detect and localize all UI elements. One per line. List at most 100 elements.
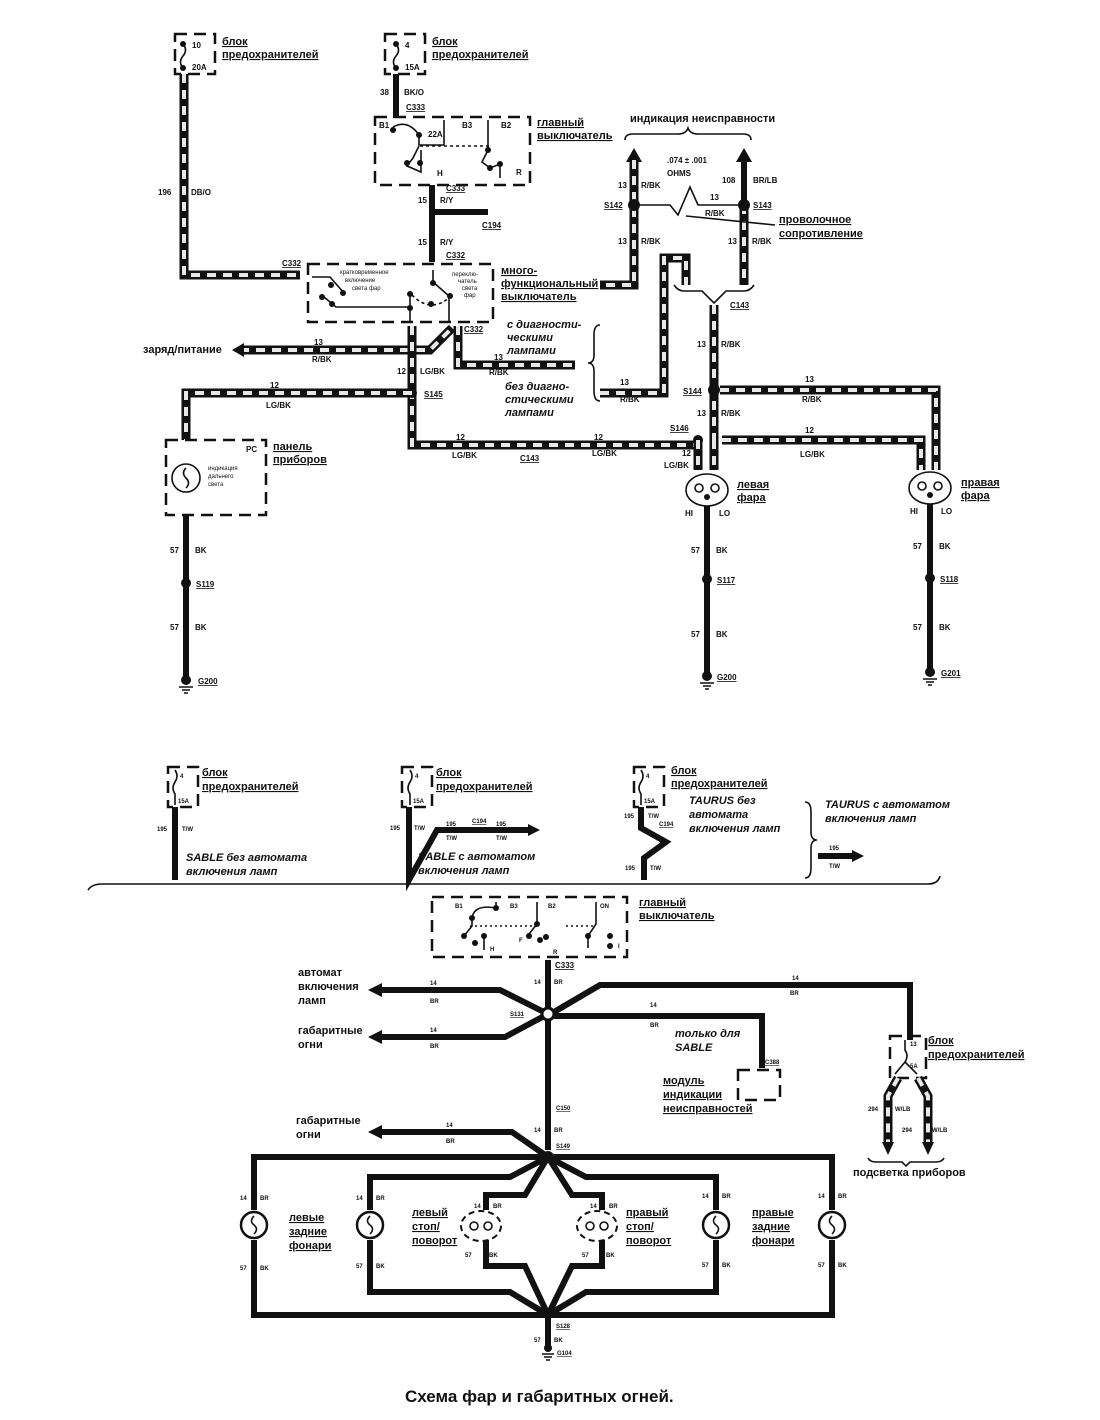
variant-label: автомата — [689, 809, 748, 821]
fuse-number: 4 — [405, 41, 410, 50]
terminal-label: B3 — [462, 121, 473, 130]
right-rear-label: правые — [752, 1207, 794, 1219]
wire-gauge: 12 — [456, 433, 465, 442]
fuse-rating: 15A — [405, 63, 420, 72]
module-label: неисправностей — [663, 1103, 753, 1115]
sub-label: чатель — [458, 279, 477, 285]
variant-taurus-auto: TAURUS с автоматом включения ламп 195 T/… — [818, 799, 950, 870]
fuse-label: блок — [436, 767, 462, 779]
terminal-label: B2 — [548, 904, 556, 910]
wire-color: T/W — [496, 836, 507, 842]
lamp-icon — [239, 1210, 269, 1240]
module-label: индикации — [663, 1089, 722, 1101]
sable-only-label: только для — [675, 1028, 741, 1040]
wire-color: BK — [939, 542, 951, 551]
sub-label: кратковременное — [340, 270, 389, 276]
fuse-label: предохранителей — [436, 781, 533, 793]
wire-gauge: 57 — [582, 1253, 589, 1259]
auto-lamp-label: включения — [298, 981, 359, 993]
fuse-label: блок — [671, 765, 697, 777]
splice-label: S146 — [670, 424, 689, 433]
wire-color: BR — [838, 1194, 847, 1200]
arrow-up-icon — [626, 148, 642, 162]
breaker-label: 22A — [428, 130, 443, 139]
arrow-right-icon — [852, 850, 864, 862]
backlight-label: подсветка приборов — [853, 1167, 966, 1179]
parking-label: огни — [298, 1039, 323, 1051]
splice-label: S145 — [424, 390, 443, 399]
sub-label: света — [462, 286, 478, 292]
wire-color: BR — [260, 1196, 269, 1202]
wire-color: T/W — [182, 827, 193, 833]
splice-s118 — [925, 573, 935, 583]
right-rear-label: фонари — [752, 1235, 794, 1247]
resistor-label: сопротивление — [779, 228, 863, 240]
wire-gauge: 195 — [390, 826, 401, 832]
charge-label: заряд/питание — [143, 344, 222, 356]
arrow-left-icon — [368, 1030, 382, 1044]
arrow-left-icon — [232, 343, 244, 357]
sable-only-label: SABLE — [675, 1042, 713, 1054]
stop-lamp-icon — [460, 1210, 502, 1242]
ohms-label: OHMS — [667, 169, 692, 178]
wire-color: T/W — [414, 826, 425, 832]
fuse-number: 4 — [180, 774, 184, 780]
wire-color: R/BK — [802, 395, 822, 404]
wire-color: R/BK — [641, 181, 661, 190]
lamp-label: индикация — [208, 466, 238, 472]
ground-icon — [700, 671, 714, 690]
wire-13-nodiag — [600, 253, 691, 398]
wire-color: BR — [722, 1194, 731, 1200]
connector-label: C388 — [765, 1060, 780, 1066]
ground-label: G104 — [557, 1351, 572, 1357]
switch-label: главный — [537, 117, 584, 129]
fuse-label: предохранителей — [432, 49, 529, 61]
wire-196 — [179, 74, 300, 280]
wire-gauge: 294 — [902, 1128, 913, 1134]
fuse-label: блок — [928, 1035, 954, 1047]
wire-color: BK — [554, 1338, 563, 1344]
panel-code: PC — [246, 445, 257, 454]
left-rear-label: задние — [289, 1226, 327, 1238]
headlamp-label: правая — [961, 477, 1000, 489]
wire-gauge: 57 — [691, 546, 700, 555]
fault-label: индикация неисправности — [630, 113, 775, 125]
panel-label: панель — [273, 441, 313, 453]
wire-color: BR — [493, 1204, 502, 1210]
wire-color: T/W — [648, 814, 659, 820]
wire-gauge: 12 — [682, 449, 691, 458]
wire-color: BR — [554, 980, 563, 986]
switch-label: много- — [501, 265, 538, 277]
wire-color: BK — [606, 1253, 615, 1259]
fuse-label: предохранителей — [928, 1049, 1025, 1061]
left-stop-label: поворот — [412, 1235, 458, 1247]
wire-gauge: 57 — [818, 1263, 825, 1269]
splice-s142 — [628, 199, 640, 211]
wire-color: BR — [609, 1204, 618, 1210]
headlamp-label: фара — [961, 490, 990, 502]
diag-label: без диагно- — [505, 381, 569, 393]
hi-label: HI — [910, 507, 918, 516]
variant-sable-no-auto: 4 15A блок предохранителей 195 T/W SABLE… — [157, 765, 307, 880]
wire-color: BK — [838, 1263, 847, 1269]
fuse-block-instrument: 13 5A блок предохранителей — [888, 1034, 1025, 1080]
wire-loop-outer-left — [251, 1154, 548, 1318]
wire-color: R/Y — [440, 196, 454, 205]
main-switch-top: B1 B3 B2 22A H R главный выключатель — [373, 115, 613, 187]
fuse-rating: 15A — [178, 799, 190, 805]
wire-gauge: 57 — [170, 546, 179, 555]
wire-color: R/BK — [620, 395, 640, 404]
wire-color: DB/O — [191, 188, 211, 197]
auto-lamp-label: автомат — [298, 967, 343, 979]
lamp-icon — [355, 1210, 385, 1240]
arrow-down-icon — [922, 1142, 934, 1155]
ground-icon — [179, 675, 193, 694]
wire-color: BK — [716, 546, 728, 555]
connector-label: C333 — [446, 184, 466, 193]
wire-gauge: 13 — [494, 353, 503, 362]
wire-gauge: 38 — [380, 88, 389, 97]
wire-12-panel — [181, 388, 412, 440]
fuse-rating: 20A — [192, 63, 207, 72]
wire-gauge: 14 — [240, 1196, 247, 1202]
wire-gauge: 12 — [805, 426, 814, 435]
